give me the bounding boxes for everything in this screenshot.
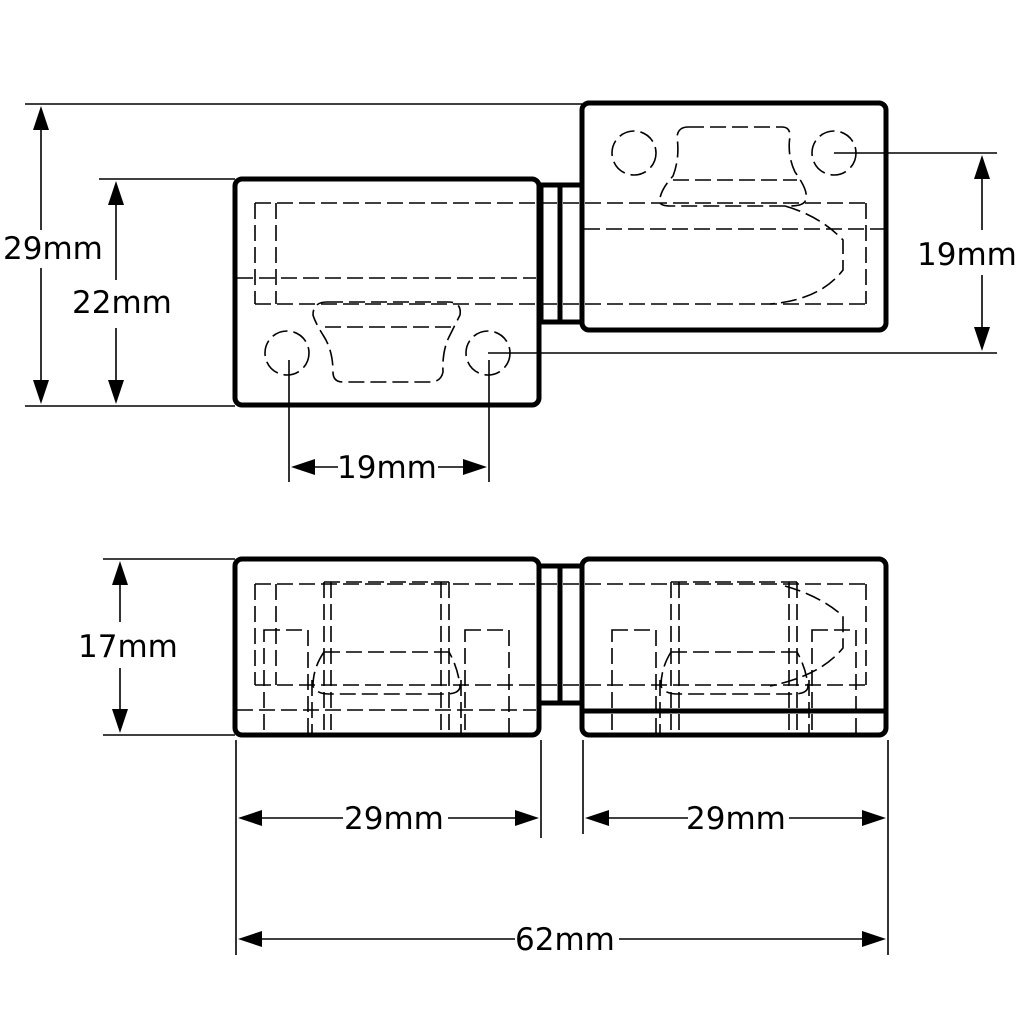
arrow-down-icon — [33, 380, 49, 404]
dimension-thickness: 17mm — [78, 558, 235, 736]
left-leaf-side-outline — [232, 556, 542, 738]
arrow-down-icon — [108, 380, 124, 404]
dim-label-19mm-horizontal: 19mm — [337, 450, 437, 486]
left-leaf-hardware — [264, 301, 511, 383]
arrow-left-icon — [238, 810, 262, 826]
hidden-channel-side — [237, 583, 867, 711]
dim-label-29mm-right: 29mm — [686, 801, 786, 837]
arrow-right-icon — [862, 931, 886, 947]
hidden-pin-channel — [237, 202, 884, 305]
dim-label-19mm-vertical: 19mm — [917, 237, 1017, 273]
arrow-up-icon — [108, 181, 124, 205]
right-leaf-side-hardware — [611, 581, 857, 736]
dimension-right-leaf-width: 29mm — [585, 801, 886, 837]
arrow-down-icon — [974, 327, 990, 351]
left-leaf-outline — [232, 176, 542, 408]
top-view: 29mm 22mm 19mm — [3, 100, 1017, 486]
right-leaf-hardware — [611, 126, 857, 207]
dim-label-29mm-left: 29mm — [344, 801, 444, 837]
screw-hole-icon — [611, 130, 657, 176]
arrow-down-icon — [112, 709, 128, 733]
screw-hole-icon — [264, 330, 310, 376]
hinge-knuckle — [538, 182, 582, 325]
dimension-left-leaf-height: 22mm — [72, 178, 235, 404]
arrow-right-icon — [463, 459, 487, 475]
hinge-knuckle-side — [539, 563, 582, 706]
dimension-left-hole-spacing: 19mm — [288, 360, 490, 486]
dim-label-29mm-height: 29mm — [3, 231, 103, 267]
right-leaf-side-outline — [579, 556, 889, 738]
side-view: 17mm 29mm 29mm 62mm — [78, 556, 889, 958]
arrow-left-icon — [238, 931, 262, 947]
dim-label-17mm: 17mm — [78, 629, 178, 665]
arrow-left-icon — [585, 810, 609, 826]
dimension-right-hole-spacing: 19mm — [488, 152, 1017, 354]
dim-label-22mm: 22mm — [72, 285, 172, 321]
arrow-right-icon — [515, 810, 539, 826]
dimension-overall-length: 62mm — [238, 922, 886, 958]
dimension-left-leaf-width: 29mm — [238, 801, 539, 837]
dimension-overall-height: 29mm — [3, 103, 582, 407]
arrow-up-icon — [974, 155, 990, 179]
right-leaf-outline — [579, 100, 889, 333]
dim-label-62mm: 62mm — [515, 922, 615, 958]
arrow-up-icon — [33, 106, 49, 130]
left-leaf-side-hardware — [263, 581, 510, 736]
arrow-left-icon — [291, 459, 315, 475]
arrow-up-icon — [112, 561, 128, 585]
arrow-right-icon — [862, 810, 886, 826]
